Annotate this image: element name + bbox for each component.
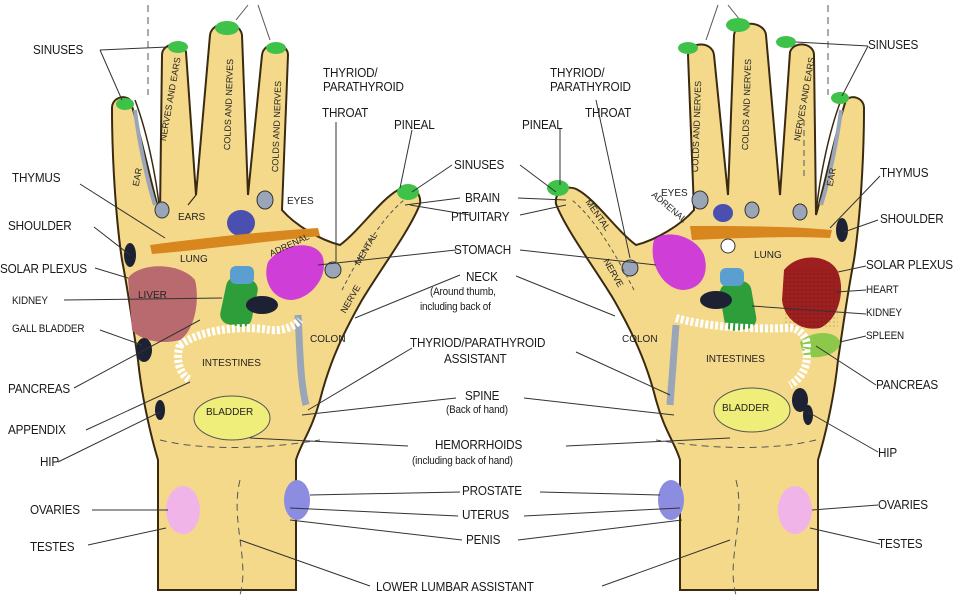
- left-eyes-zone: [227, 210, 255, 236]
- right-fingertip-ring: [776, 36, 796, 48]
- label-gall-bladder: GALL BLADDER: [12, 324, 84, 336]
- label-hemorrhoids: HEMORRHOIDS: [435, 438, 522, 452]
- label-sinuses-left: SINUSES: [33, 43, 83, 57]
- inner-intestines-left: INTESTINES: [202, 358, 261, 369]
- inner-ears-left: EARS: [178, 212, 205, 223]
- label-spine: SPINE: [465, 389, 499, 403]
- inner-liver: LIVER: [138, 290, 167, 301]
- label-neck-note-2: including back of: [420, 302, 491, 314]
- label-thymus-left: THYMUS: [12, 171, 60, 185]
- label-hip-left: HIP: [40, 455, 59, 469]
- label-pancreas-right: PANCREAS: [876, 378, 938, 392]
- label-testes-right: TESTES: [878, 537, 922, 551]
- label-hemorrhoids-note: (including back of hand): [412, 456, 513, 468]
- label-solar-plexus-left: SOLAR PLEXUS: [0, 262, 87, 276]
- label-hip-right: HIP: [878, 446, 897, 460]
- label-neck: NECK: [466, 270, 498, 284]
- left-liver-zone: [128, 266, 197, 342]
- label-thyroid-parathyroid-right: THYRIOD/ PARATHYROID: [550, 66, 640, 93]
- label-brain: BRAIN: [465, 191, 500, 205]
- label-heart: HEART: [866, 285, 898, 297]
- label-ovaries-right: OVARIES: [878, 498, 928, 512]
- label-thyroid-assistant: THYRIOD/PARATHYROID: [410, 336, 545, 350]
- left-fingertip-middle: [215, 21, 239, 35]
- label-pancreas-left: PANCREAS: [8, 382, 70, 396]
- left-prostate-zone: [284, 480, 310, 520]
- right-ovaries-zone: [778, 486, 812, 534]
- label-spine-note: (Back of hand): [446, 405, 508, 417]
- label-pituitary: PITUITARY: [451, 210, 509, 224]
- label-stomach: STOMACH: [454, 243, 511, 257]
- label-sinuses-center: SINUSES: [454, 158, 504, 172]
- right-fingertip-pinky: [831, 92, 849, 104]
- label-sinuses-right: SINUSES: [868, 38, 918, 52]
- inner-colon-left: COLON: [310, 334, 346, 345]
- label-thyroid-parathyroid-left: THYRIOD/ PARATHYROID: [323, 66, 413, 93]
- label-thymus-right: THYMUS: [880, 166, 928, 180]
- right-fingertip-index: [678, 42, 698, 54]
- label-neck-note-1: (Around thumb,: [430, 287, 496, 299]
- label-uterus: UTERUS: [462, 508, 509, 522]
- label-kidney-right: KIDNEY: [866, 308, 902, 320]
- label-shoulder-right: SHOULDER: [880, 212, 944, 226]
- label-pineal-right: PINEAL: [522, 118, 563, 132]
- label-solar-plexus-right: SOLAR PLEXUS: [866, 258, 953, 272]
- left-bladder-zone: [194, 396, 270, 440]
- left-fingertip-index: [266, 42, 286, 54]
- label-thyroid-assistant-2: ASSISTANT: [444, 352, 507, 366]
- label-pineal-left: PINEAL: [394, 118, 435, 132]
- label-penis: PENIS: [466, 533, 500, 547]
- label-shoulder-left: SHOULDER: [8, 219, 72, 233]
- inner-lung-right: LUNG: [754, 250, 782, 261]
- right-prostate-zone: [658, 480, 684, 520]
- inner-bladder-right: BLADDER: [722, 403, 769, 414]
- left-fingertip-ring: [168, 41, 188, 53]
- right-fingertip-middle: [726, 18, 750, 32]
- label-testes-left: TESTES: [30, 540, 74, 554]
- inner-colon-right: COLON: [622, 334, 658, 345]
- label-throat-left: THROAT: [322, 106, 368, 120]
- label-appendix: APPENDIX: [8, 423, 66, 437]
- inner-bladder-left: BLADDER: [206, 407, 253, 418]
- inner-lung-left: LUNG: [180, 254, 208, 265]
- label-throat-right: THROAT: [585, 106, 631, 120]
- label-ovaries-left: OVARIES: [30, 503, 80, 517]
- label-lower-lumbar-assistant: LOWER LUMBAR ASSISTANT: [376, 580, 534, 594]
- left-fingertip-pinky: [116, 98, 134, 110]
- inner-intestines-right: INTESTINES: [706, 354, 765, 365]
- inner-eyes-left: EYES: [287, 196, 314, 207]
- label-kidney-left: KIDNEY: [12, 296, 48, 308]
- right-eyes-zone: [713, 204, 733, 222]
- left-ovaries-zone: [166, 486, 200, 534]
- label-spleen: SPLEEN: [866, 331, 904, 343]
- label-prostate: PROSTATE: [462, 484, 522, 498]
